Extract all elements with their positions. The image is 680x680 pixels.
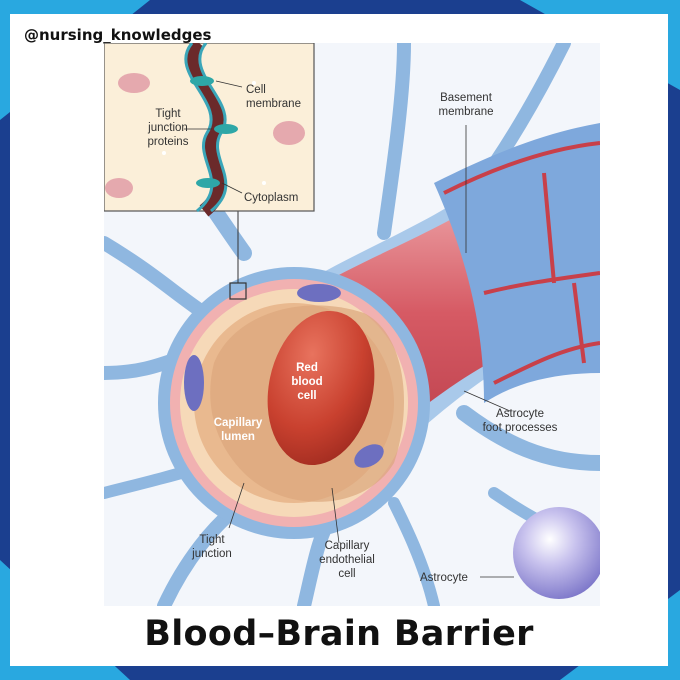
- astrocyte-cell-icon: [513, 507, 600, 599]
- endothelial-nucleus: [297, 284, 341, 302]
- endothelial-nucleus: [184, 355, 204, 411]
- capillary-cross-section: [158, 208, 430, 539]
- tight-junction-inset: [104, 43, 315, 217]
- label-astrocyte: Astrocyte: [420, 572, 468, 584]
- label-cytoplasm: Cytoplasm: [244, 192, 298, 204]
- red-blood-cell-shape: [267, 310, 375, 466]
- watermark-handle: @nursing_knowledges: [24, 26, 212, 44]
- label-leaders: [228, 125, 514, 578]
- content-card: @nursing_knowledges: [10, 14, 668, 666]
- junction-protein-icon: [190, 76, 214, 86]
- page-title: Blood–Brain Barrier: [144, 614, 534, 654]
- junction-protein-icon: [196, 178, 220, 188]
- endothelial-nucleus: [354, 444, 384, 468]
- junction-protein-icon: [214, 124, 238, 134]
